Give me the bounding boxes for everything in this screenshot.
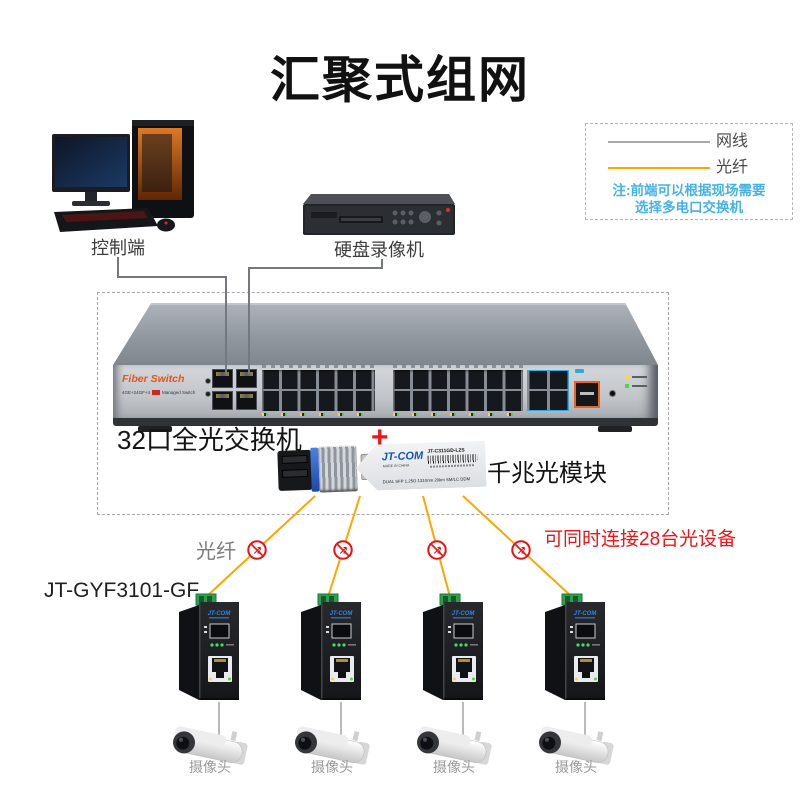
dvr-body [303,204,455,235]
dvr-badge [311,212,337,218]
monitor-base [72,201,110,206]
dvr-power-led [446,208,450,212]
tower-top [132,120,194,126]
camera-label-4: 摄像头 [555,759,597,775]
rj45-port [212,391,233,410]
fiber-break-icon-1 [247,540,267,560]
legend-box: 网线 光纤 注:前端可以根据现场需要 选择多电口交换机 [585,123,793,220]
mouse [157,218,175,232]
green-led-icon [625,384,629,388]
media-converter-3 [422,593,484,701]
fiber-fan-label: 光纤 [196,541,236,563]
tower-glow-window [138,128,182,200]
monitor-screen [55,137,127,187]
fiber-break-icon-2 [333,540,353,560]
uplink-blue-mark [575,369,584,373]
rj45-port [236,391,257,410]
rj45-port [236,369,257,388]
module-caption: 千兆光模块 [487,460,607,487]
uplink-sfp-block [527,370,569,411]
dvr-vent [339,216,383,223]
media-converter-2 [300,593,362,701]
port-number-strip [262,365,375,368]
led-legend [625,375,647,388]
switch-caption: 32口全光交换机 [117,425,302,455]
monitor-stand [85,192,97,201]
control-pc-image [52,120,194,232]
sfp-cage-group-2 [393,370,523,411]
keyboard-backlight [62,211,148,222]
sfp-led-strip-1 [262,413,375,416]
wire-label: 网线 [716,133,749,150]
legend-note-line2: 选择多电口交换机 [635,200,743,215]
status-led [206,392,210,396]
page-title: 汇聚式组网 [270,52,530,108]
camera-label-3: 摄像头 [433,759,475,775]
switch-brand-text: Fiber Switch [122,373,185,385]
monitor-frame [52,134,130,192]
switch-group-dashed-box [97,292,669,515]
converter-model-label: JT-GYF3101-GF [44,579,200,602]
led-legend-text [632,376,647,378]
wire-line-sample [608,141,710,143]
legend-row-wire: 网线 [586,132,792,152]
led-legend-row [625,384,647,388]
switch-red-badge [152,390,161,395]
sfp-led-strip-2 [393,413,523,416]
console-port [574,381,600,408]
dvr-buttons [392,210,442,226]
rj45-port [212,369,233,388]
media-converter-4 [544,593,606,701]
switch-front-panel: Fiber Switch 4GE+24GF+4 Managed Switch [113,365,658,418]
barcode [428,454,478,464]
dvr-top-face [303,194,455,204]
dvr-front-panel [305,206,453,233]
fiber-break-icon-3 [427,540,447,560]
sfp-cage-group-1 [262,370,375,411]
legend-row-fiber: 光纤 [586,158,792,178]
dvr-image [303,194,455,235]
plus-sign: + [371,421,389,454]
dvr-label: 硬盘录像机 [334,240,424,260]
keyboard [54,208,158,232]
fiber-label: 光纤 [716,159,749,176]
camera-label-2: 摄像头 [311,759,353,775]
led-legend-text [632,385,647,387]
lc-port [281,468,309,478]
legend-note-line1: 注:前端可以根据现场需要 [612,183,766,198]
switch-top-face [113,303,658,365]
media-converter-1 [178,593,240,701]
tower-interior [142,134,172,192]
led-legend-row [625,375,647,379]
reset-button [610,391,615,396]
fiber-line-sample [608,167,710,169]
camera-drop-wires [218,702,586,738]
fiber-break-icon-4 [511,540,531,560]
pc-label: 控制端 [91,238,145,258]
switch-subtext-right: Managed Switch [162,390,196,395]
status-led [206,379,210,383]
capacity-note: 可同时连接28台光设备 [544,529,737,550]
switch-subtext: 4GE+24GF+4 Managed Switch [122,390,195,395]
mouse-led [164,221,168,225]
switch-bottom-bezel [113,418,658,426]
module-heatsink-ribs [318,445,358,493]
dvr-vent-slots [341,218,381,221]
module-spec-text: DUAL SFP 1.25G 1310nm 20km SM/LC DDM [382,476,471,485]
module-made-in-text: MADE IN CHINA [382,463,410,469]
switch-subtext-left: 4GE+24GF+4 [122,390,151,395]
legend-note: 注:前端可以根据现场需要 选择多电口交换机 [586,182,792,216]
pc-tower [132,120,194,218]
rj45-port-block [212,369,258,411]
port-number-strip [393,365,523,368]
switch-foot [138,426,172,432]
switch-foot [598,426,632,432]
serial-number-smudge [430,464,474,468]
camera-label-1: 摄像头 [189,759,231,775]
yellow-led-icon [625,375,629,379]
